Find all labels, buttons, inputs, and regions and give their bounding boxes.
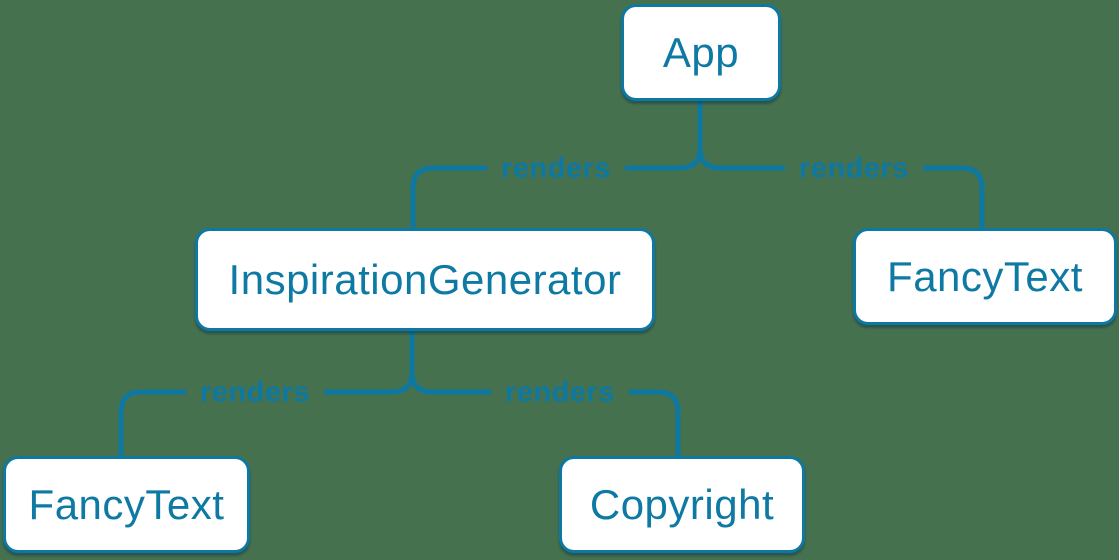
edge-label-renders-inspiration-fancytext: renders: [186, 374, 324, 412]
node-fancy-text-bottom-left: FancyText: [3, 456, 250, 553]
node-app-label: App: [662, 28, 740, 76]
node-copyright-label: Copyright: [589, 480, 775, 528]
edge-label-renders-app-inspiration: renders: [487, 150, 625, 188]
node-app: App: [621, 4, 781, 101]
node-inspiration-generator: InspirationGenerator: [195, 228, 655, 331]
edge-label-renders-inspiration-copyright: renders: [491, 374, 629, 412]
node-copyright: Copyright: [559, 456, 805, 553]
node-fancy-text-top-right-label: FancyText: [887, 252, 1083, 300]
node-fancy-text-bottom-left-label: FancyText: [28, 480, 225, 528]
edge-label-renders-app-fancytext: renders: [785, 150, 923, 188]
node-inspiration-generator-label: InspirationGenerator: [228, 255, 622, 303]
node-fancy-text-top-right: FancyText: [853, 228, 1117, 325]
